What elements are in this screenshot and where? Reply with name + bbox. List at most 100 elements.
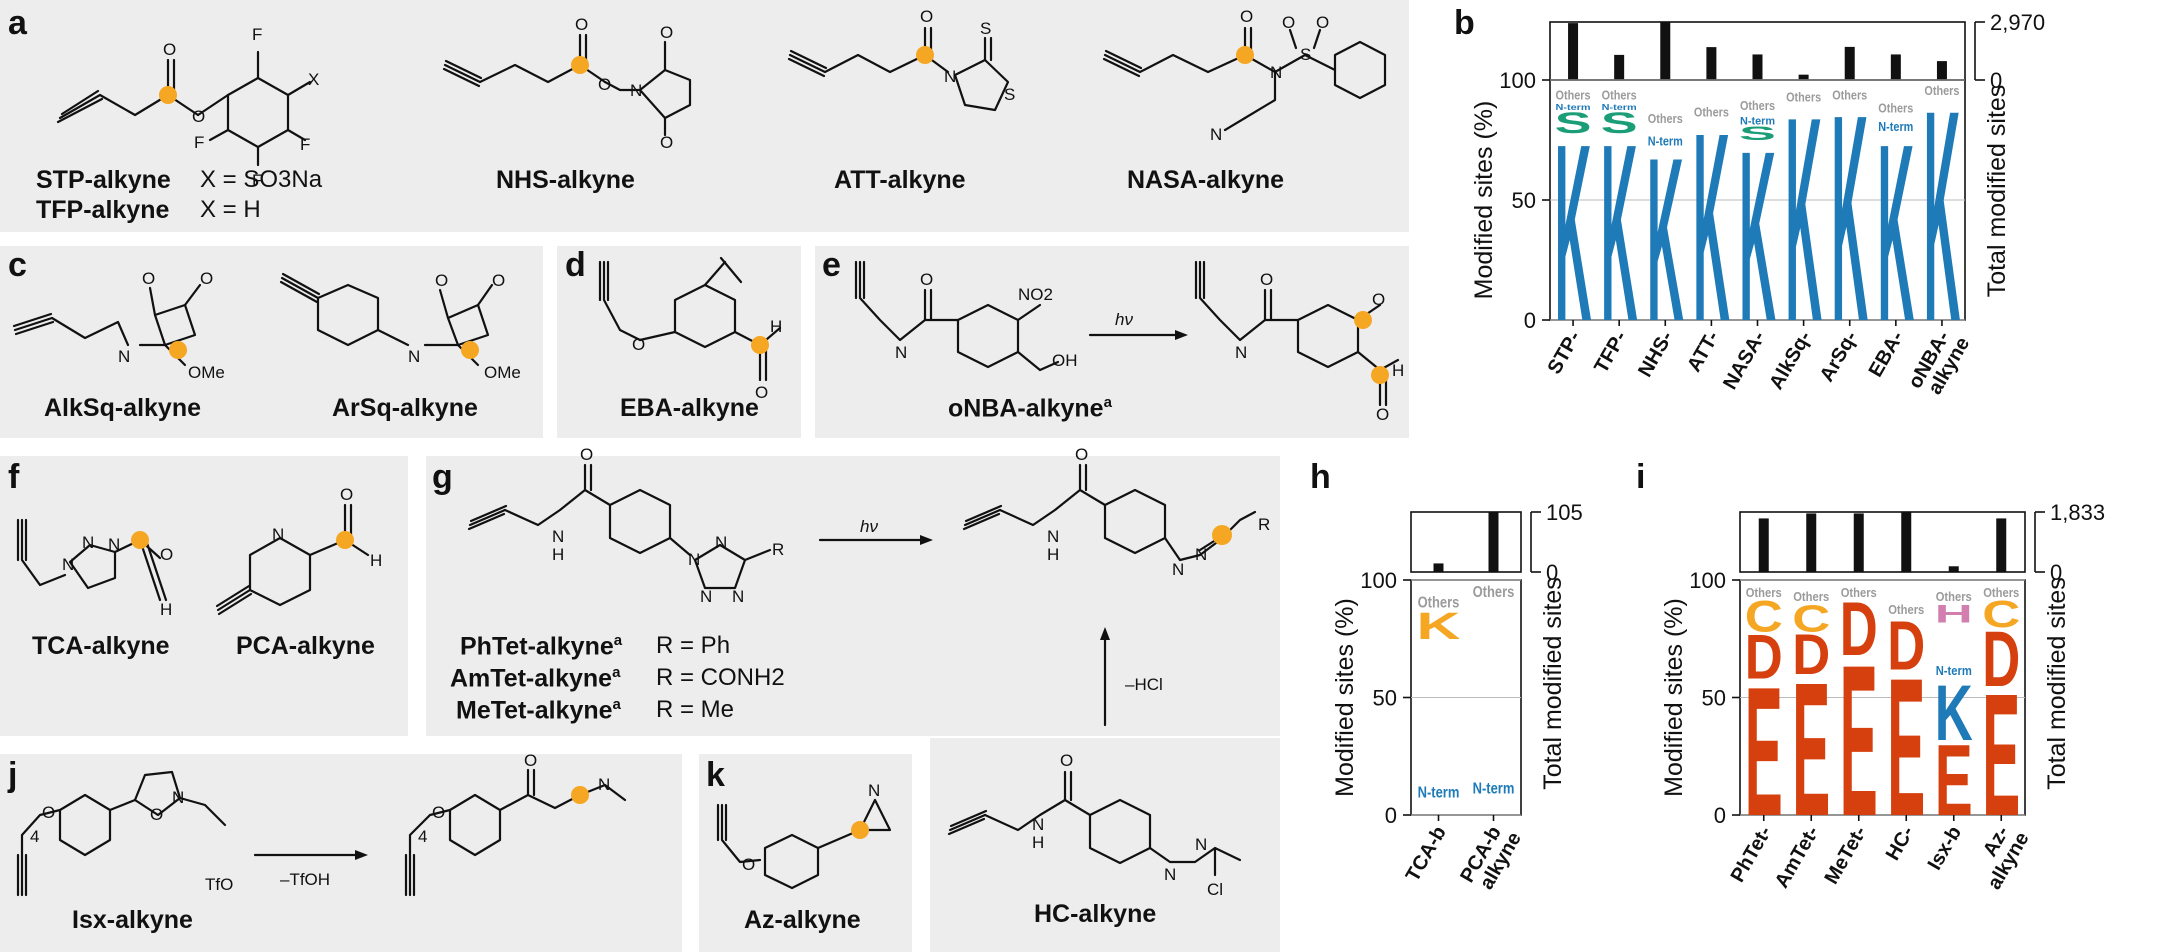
atom-o: O [1282,13,1295,32]
y-tick-label: 50 [1373,686,1397,711]
logo-letter-c: C [1982,594,2020,636]
atom-o: O [42,803,55,822]
panel-label-e: e [822,246,841,284]
logo-letter-k: K [1647,110,1684,370]
atom-n: N [1270,63,1282,82]
atom-o: O [580,445,593,464]
y-axis-label-left: Modified sites (%) [1470,101,1498,300]
atom-count: 4 [418,827,427,846]
logo-letter-nterm: N-term [1878,119,1913,134]
total-sites-bar [1806,513,1817,572]
logo-letter-s: S [1739,123,1776,145]
atom-n: N [82,533,94,552]
logo-letter-nterm: N-term [1936,663,1972,678]
y-tick-label: 50 [1512,188,1536,213]
structure-nhs-alkyne: O O N O O [442,15,692,152]
logo-letter-nterm: N-term [1418,784,1460,801]
structure-onba-alkyne: N O NO2 OH hν N O O O H [854,260,1404,424]
name-tca-alkyne: TCA-alkyne [32,632,170,660]
atom-o: O [150,805,163,824]
atom-o: O [160,545,173,564]
total-sites-bar [1798,74,1809,80]
onba-name-text: oNBA-alkyne [948,394,1104,423]
r-group-conh2: R = CONH2 [656,664,785,691]
name-nhs-alkyne: NHS-alkyne [496,166,635,194]
logo-letter-k: K [1739,101,1776,372]
logo-letter-h: H [1935,600,1973,628]
atom-h: H [770,317,782,336]
logo-letter-others: Others [1983,585,2019,600]
panel-label-j: j [8,756,18,794]
atom-o: O [492,271,505,290]
y-axis-label-right: Total modified sites [1983,85,2011,298]
atom-n: N [272,525,284,544]
atom-o: O [742,855,755,874]
structure-alksq-alkyne: N O O OMe [12,269,225,382]
logo-letter-c: C [1792,599,1830,641]
total-sites-bar [1433,563,1444,572]
atom-n: N [1172,560,1184,579]
atom-h: H [1392,361,1404,380]
atom-n: N [1195,545,1207,564]
logo-letter-k: K [1831,54,1868,383]
name-tfp-alkyne: TFP-alkyne [36,196,170,224]
y-tick-label: 0 [1714,803,1726,828]
total-sites-zero-label: 0 [1546,560,1558,585]
atom-n: N [1210,125,1222,144]
structure-pca-alkyne: N O H [215,485,382,616]
logo-letter-others: Others [1418,594,1460,611]
phtet-footnote: a [613,632,623,649]
panel-hc-bg [930,738,1280,952]
logo-letter-others: Others [1602,87,1637,102]
substituent-x-h: X = H [200,196,261,223]
y-axis-label-right: Total modified sites [2043,577,2071,790]
logo-letter-k: K [1785,56,1822,382]
panel-j-bg [0,754,682,952]
atom-s: S [1300,45,1311,64]
atom-n: N [868,781,880,800]
panel-e-bg [815,246,1409,438]
logo-letter-nterm: N-term [1556,102,1591,112]
logo-letter-d: D [1792,623,1830,687]
logo-letter-k: K [1601,91,1638,374]
atom-o: O [632,335,645,354]
panel-label-b: b [1454,4,1475,42]
name-hc-alkyne: HC-alkyne [1034,900,1157,928]
structure-tca-alkyne: N N N O H [16,518,173,619]
total-sites-bar [1660,22,1671,80]
atom-n: N [62,555,74,574]
name-alksq-alkyne: AlkSq-alkyne [44,394,202,422]
panel-f-bg [0,456,408,736]
y-axis-label-left: Modified sites (%) [1660,598,1688,797]
atom-n: N [944,67,956,86]
atom-n: N [1235,343,1247,362]
total-sites-bar [1996,518,2007,572]
atom-o: O [192,107,205,126]
atom-o: O [1376,405,1389,424]
logo-letter-others: Others [1793,589,1829,604]
atom-o: O [920,270,933,289]
panel-label-i: i [1636,458,1646,496]
total-sites-bar [1936,61,1947,80]
atom-ome: OMe [188,363,225,382]
name-isx-alkyne: Isx-alkyne [72,906,193,934]
atom-h: H [1047,545,1059,564]
r-group-me: R = Me [656,696,735,723]
arrow-tfoh: –TfOH [280,870,330,889]
structure-hc-alkyne: N H O N N Cl [947,751,1242,899]
atom-o: O [575,15,588,34]
elimination-hcl: –HCl [1125,675,1163,694]
total-sites-bar [1758,518,1769,572]
logo-letter-d: D [1745,623,1783,693]
atom-count: 4 [30,827,39,846]
logo-letter-others: Others [1936,589,1972,604]
logo-letter-k: K [1924,47,1961,384]
total-sites-bar [1844,46,1855,80]
atom-ome: OMe [484,363,521,382]
atom-o: O [660,23,673,42]
atom-o: O [524,751,537,770]
